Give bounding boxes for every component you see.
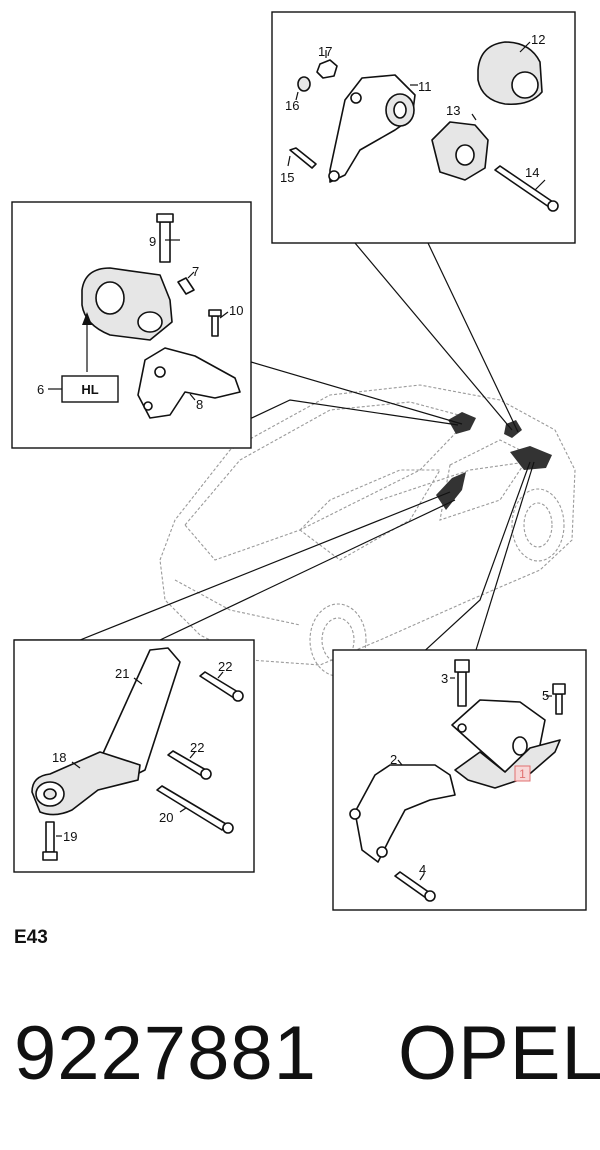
parts-diagram: 17 16 15 11 13 12 14 HL 9 bbox=[11, 11, 587, 911]
bolt bbox=[159, 221, 171, 263]
callout-8: 8 bbox=[196, 397, 203, 412]
callout-19: 19 bbox=[63, 829, 77, 844]
hl-label-box bbox=[61, 375, 119, 403]
mount-bracket bbox=[354, 764, 456, 863]
bolt bbox=[555, 693, 563, 715]
callout-18: 18 bbox=[52, 750, 66, 765]
callout-12: 12 bbox=[531, 32, 545, 47]
callout-4: 4 bbox=[419, 862, 426, 877]
callout-21: 21 bbox=[115, 666, 129, 681]
top-right-panel: 17 16 15 11 13 12 14 bbox=[271, 11, 576, 244]
top-left-panel: HL 9 7 10 6 8 bbox=[11, 201, 252, 449]
brand-name: OPEL bbox=[398, 1011, 600, 1096]
callout-9: 9 bbox=[149, 234, 156, 249]
callout-20: 20 bbox=[159, 810, 173, 825]
callout-5: 5 bbox=[542, 688, 549, 703]
callout-14: 14 bbox=[525, 165, 539, 180]
diagram-code: E43 bbox=[14, 927, 48, 948]
hl-label: HL bbox=[81, 382, 98, 397]
bolt bbox=[457, 671, 467, 707]
callout-16: 16 bbox=[285, 98, 299, 113]
callout-7: 7 bbox=[192, 264, 199, 279]
callout-22b: 22 bbox=[190, 740, 204, 755]
callout-1: 1 bbox=[519, 767, 526, 781]
callout-17: 17 bbox=[318, 44, 332, 59]
bolt bbox=[289, 147, 317, 169]
callout-11: 11 bbox=[418, 79, 432, 94]
washer bbox=[297, 76, 311, 92]
bottom-left-panel: 21 22 22 18 20 19 bbox=[13, 639, 255, 873]
callout-13: 13 bbox=[446, 103, 460, 118]
bottom-right-panel: 1 3 5 2 4 bbox=[332, 649, 587, 911]
mount-markers bbox=[436, 412, 552, 510]
callout-2: 2 bbox=[390, 752, 397, 767]
callout-22a: 22 bbox=[218, 659, 232, 674]
part-number: 9227881 bbox=[14, 1011, 317, 1096]
callout-3: 3 bbox=[441, 671, 448, 686]
mount-bracket bbox=[137, 347, 241, 419]
callout-15: 15 bbox=[280, 170, 294, 185]
highlight-box bbox=[514, 765, 531, 782]
bolt bbox=[45, 821, 55, 853]
small-bolt bbox=[177, 277, 195, 295]
nut bbox=[316, 59, 338, 79]
callout-10: 10 bbox=[229, 303, 243, 318]
bolt bbox=[211, 315, 219, 337]
callout-6: 6 bbox=[37, 382, 44, 397]
